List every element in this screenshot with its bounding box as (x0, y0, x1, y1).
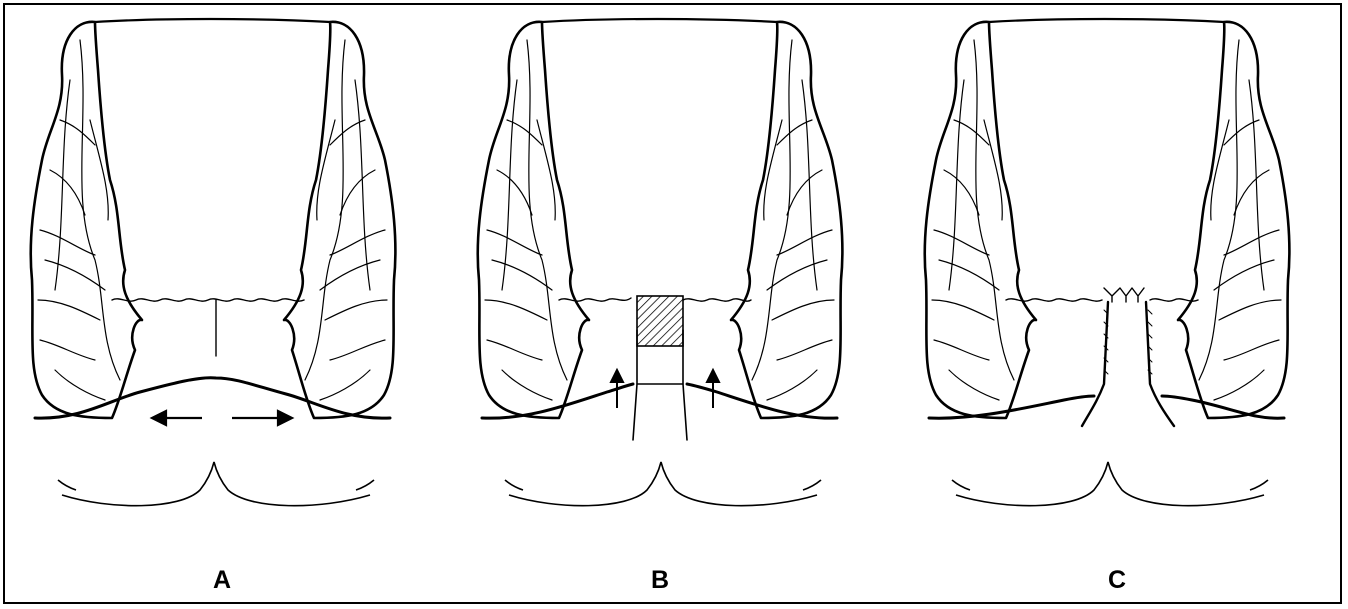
excised-area (637, 296, 683, 346)
dentate-line (112, 299, 304, 301)
right-muscle-mass (284, 22, 395, 418)
left-muscle-mass (925, 22, 1036, 418)
buttocks-outline (505, 462, 821, 506)
anal-verge (35, 378, 390, 418)
panel-b-illustration (447, 0, 893, 609)
right-muscle-fibers (752, 40, 834, 400)
anal-verge-right (687, 384, 837, 418)
panel-a: A (0, 0, 446, 609)
rectal-lumen (989, 19, 1224, 22)
panel-label-a: A (202, 566, 242, 595)
rectal-lumen (95, 19, 330, 22)
flap-edge-left (1082, 302, 1108, 426)
right-muscle-mass (731, 22, 842, 418)
buttocks-outline (952, 462, 1268, 506)
flap-edge-right (1146, 302, 1174, 426)
left-muscle-fibers (932, 40, 1014, 400)
left-muscle-fibers (485, 40, 567, 400)
panel-b: B (447, 0, 893, 609)
retraction-arrows (152, 411, 292, 425)
right-muscle-fibers (1199, 40, 1281, 400)
panel-c-illustration (894, 0, 1340, 609)
right-muscle-fibers (305, 40, 387, 400)
rectal-lumen (542, 19, 777, 22)
anal-verge-left (482, 384, 633, 418)
left-muscle-mass (478, 22, 589, 418)
left-muscle-fibers (38, 40, 120, 400)
panel-label-b: B (640, 566, 680, 595)
left-muscle-mass (31, 22, 142, 418)
dentate-line (1006, 299, 1198, 301)
panel-label-c: C (1097, 566, 1137, 595)
buttocks-outline (58, 462, 374, 506)
panel-a-illustration (0, 0, 446, 609)
panel-c: C (894, 0, 1340, 609)
right-muscle-mass (1178, 22, 1289, 418)
sutures (1104, 288, 1144, 302)
